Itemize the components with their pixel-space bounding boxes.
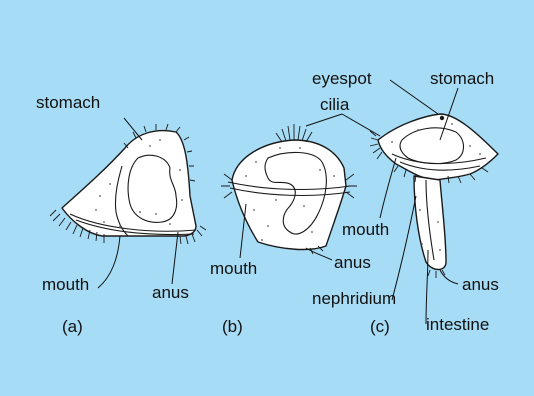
label-c-cilia: cilia: [320, 95, 350, 114]
label-a-anus: anus: [152, 283, 189, 302]
leader-b-anus: [306, 248, 332, 260]
leader-a-mouth: [98, 236, 120, 288]
leader-a-anus: [172, 232, 178, 284]
eyespot-mark: [440, 116, 444, 120]
panel-tag-b: (b): [222, 317, 243, 336]
larva-c-intestine-lobe: [414, 176, 446, 270]
label-c-intestine: intestine: [426, 315, 489, 334]
label-b-anus: anus: [334, 253, 371, 272]
leader-c-cilia-1: [306, 114, 342, 126]
label-a-stomach: stomach: [36, 93, 100, 112]
label-c-anus: anus: [462, 275, 499, 294]
label-c-mouth: mouth: [342, 220, 389, 239]
leader-a-stomach: [124, 118, 142, 140]
leader-c-anus: [440, 270, 458, 284]
larva-b: [221, 124, 357, 254]
label-c-stomach: stomach: [430, 69, 494, 88]
larva-c: [370, 114, 498, 278]
label-c-nephridium: nephridium: [312, 289, 396, 308]
leader-c-cilia-2: [342, 114, 380, 136]
label-a-mouth: mouth: [42, 275, 89, 294]
label-c-eyespot: eyespot: [312, 69, 372, 88]
larva-a-body: [62, 131, 196, 236]
label-b-mouth: mouth: [210, 259, 257, 278]
panel-tag-a: (a): [62, 317, 83, 336]
larva-a: [50, 124, 206, 244]
panel-tag-c: (c): [370, 317, 390, 336]
leader-c-nephridium: [392, 196, 416, 300]
leader-c-mouth: [380, 158, 396, 218]
